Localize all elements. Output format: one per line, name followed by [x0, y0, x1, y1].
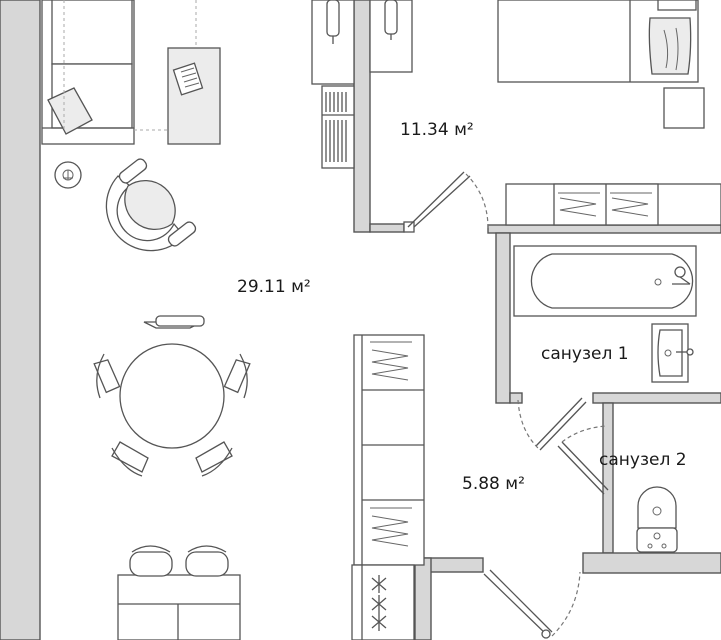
living-area-label: 29.11 м²: [237, 277, 311, 297]
chair-top: [143, 315, 205, 329]
hall-area-label: 5.88 м²: [462, 474, 525, 494]
dining-table: [93, 315, 251, 477]
faucet-icon: [672, 266, 691, 285]
bathroom1-label: санузел 1: [541, 344, 629, 364]
coffee-table: [167, 47, 221, 145]
bathroom2-door: [557, 425, 609, 495]
bathroom-wall-bottom: [509, 392, 523, 404]
bedroom-door: [403, 171, 489, 233]
entrance-door: [483, 569, 581, 639]
bathroom2-label: санузел 2: [599, 450, 687, 470]
kitchen-cabinet-top: [505, 183, 721, 226]
chair-right: [223, 353, 251, 399]
stove-icon: [371, 575, 387, 631]
chair-bottom-left: [111, 441, 149, 477]
bathroom1-door: [517, 397, 587, 451]
toilet: [636, 486, 678, 553]
wc-wall-bottom: [582, 552, 721, 574]
hall-wall-inner: [414, 557, 432, 640]
wardrobe: [311, 0, 413, 85]
bathtub: [513, 245, 697, 317]
bedroom-wall-left: [353, 0, 371, 233]
wc-wall-left: [602, 402, 614, 554]
sofa-cushion: [47, 87, 93, 135]
bathroom-wall-mid: [592, 392, 721, 404]
chair-bottom-right: [195, 441, 233, 477]
bedside-table: [663, 87, 705, 129]
kitchen-island: [117, 545, 241, 640]
kitchen-counter: [351, 334, 425, 640]
radiator-shelf: [321, 85, 355, 169]
bar-stool-2: [185, 545, 229, 577]
sofa: [41, 0, 197, 145]
bar-stool-1: [129, 545, 173, 577]
bedroom-area-label: 11.34 м²: [400, 120, 474, 140]
bed-pillow: [648, 17, 692, 75]
bed: [497, 0, 705, 129]
outer-wall-left: [0, 0, 41, 640]
chair-left: [93, 353, 121, 399]
armchair: [105, 158, 197, 252]
bedroom-wall-bottom-left: [369, 223, 405, 233]
floor-lamp-icon: [54, 161, 82, 189]
bathroom-wall-left: [495, 232, 511, 404]
bedroom-wall-bottom-right: [487, 224, 721, 234]
sink: [651, 323, 694, 383]
